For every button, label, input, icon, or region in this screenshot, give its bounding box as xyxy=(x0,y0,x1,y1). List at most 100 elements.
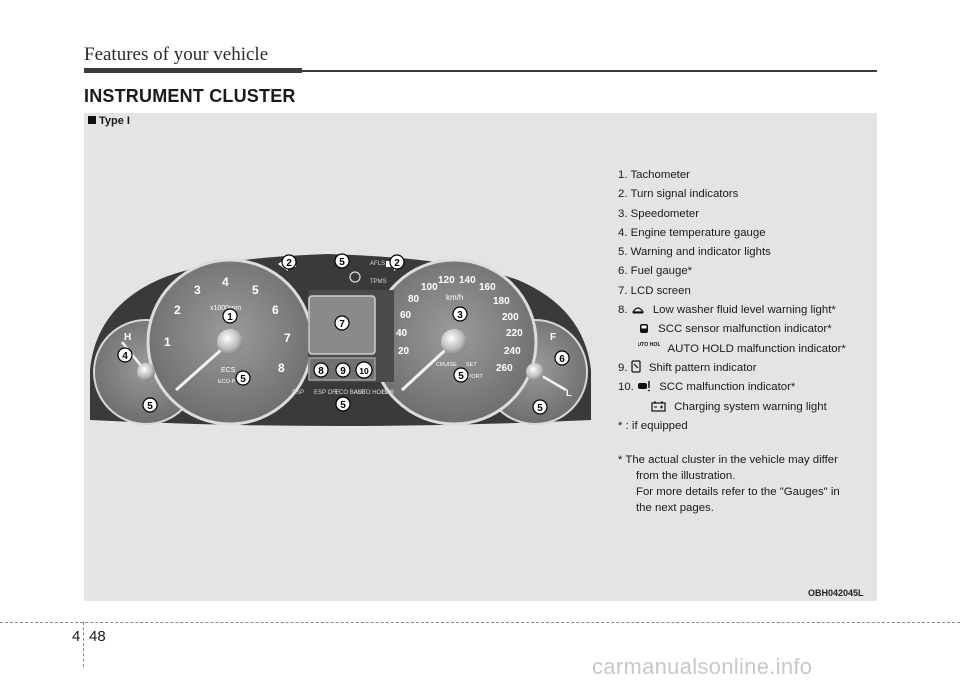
speedo-tick-260: 260 xyxy=(496,363,513,374)
note-line-1: * The actual cluster in the vehicle may … xyxy=(618,454,838,466)
speedo-tick-180: 180 xyxy=(493,296,510,307)
illustration-note: * The actual cluster in the vehicle may … xyxy=(618,452,878,516)
legend-item: 4. Engine temperature gauge xyxy=(618,226,766,239)
legend-item: 3. Speedometer xyxy=(618,207,700,220)
tacho-tick-7: 7 xyxy=(284,331,291,345)
section-title: INSTRUMENT CLUSTER xyxy=(84,86,296,106)
bottom-icon-epb: EPB xyxy=(382,390,394,396)
watermark: carmanualsonline.info xyxy=(592,654,813,679)
legend-item-9: 9. Shift pattern indicator xyxy=(618,359,846,378)
bottom-icon-eco-base: ECO BASE xyxy=(335,390,366,396)
header-rule-thick xyxy=(84,68,302,73)
tacho-tick-6: 6 xyxy=(272,303,279,317)
tpms-icon xyxy=(349,271,361,283)
temp-hot-label: H xyxy=(124,332,131,343)
legend-item-8-sub2: AUTO HOLD AUTO HOLD malfunction indicato… xyxy=(618,340,846,359)
svg-text:6: 6 xyxy=(559,354,565,365)
page-header-title: Features of your vehicle xyxy=(84,44,269,65)
bottom-icon-esp-off: ESP OFF xyxy=(314,390,340,396)
instrument-cluster-illustration: 1 2 3 4 5 6 7 8 x1000rpm ECS ECO-P 20 40… xyxy=(90,253,591,426)
callout-5-tacho: 5 xyxy=(235,370,251,386)
callout-2-right: 2 xyxy=(389,254,405,270)
svg-text:5: 5 xyxy=(339,257,345,268)
svg-text:5: 5 xyxy=(537,403,543,414)
tacho-tick-4: 4 xyxy=(222,275,229,289)
callout-5-top: 5 xyxy=(334,253,350,269)
fuel-full-label: F xyxy=(550,332,556,343)
svg-text:10: 10 xyxy=(359,366,369,376)
callout-1: 1 xyxy=(222,308,238,324)
callout-9: 9 xyxy=(335,362,351,378)
svg-text:1: 1 xyxy=(227,312,233,323)
svg-text:5: 5 xyxy=(147,401,153,412)
svg-text:2: 2 xyxy=(394,258,400,269)
bottom-icon-auto-hold: AUTO HOLD xyxy=(354,390,390,396)
legend-10-text: SCC malfunction indicator* xyxy=(659,381,796,394)
shift-pattern-icon xyxy=(631,360,641,373)
temp-hub xyxy=(137,363,155,381)
speedo-tick-140: 140 xyxy=(459,275,476,286)
speedo-unit-label: km/h xyxy=(446,293,463,302)
callout-5-left: 5 xyxy=(142,397,158,413)
ecs-label: ECS xyxy=(221,367,236,374)
legend-item: 5. Warning and indicator lights xyxy=(618,246,771,259)
svg-text:2: 2 xyxy=(286,258,292,269)
legend-item: 2. Turn signal indicators xyxy=(618,188,739,201)
legend-10-sub1-text: Charging system warning light xyxy=(674,400,827,413)
page-number: 48 xyxy=(89,628,106,645)
legend-item: 6. Fuel gauge* xyxy=(618,265,693,278)
speedo-tick-80: 80 xyxy=(408,294,420,305)
auto-hold-icon: AUTO HOLD xyxy=(638,342,660,348)
legend-8-number: 8. xyxy=(618,304,628,317)
callout-4: 4 xyxy=(117,347,133,363)
legend-item: 7. LCD screen xyxy=(618,284,691,297)
eco-label: ECO-P xyxy=(218,379,236,385)
afls-label: AFLS xyxy=(370,261,385,267)
legend-item-10-sub1: Charging system warning light xyxy=(618,398,846,417)
speedo-hub xyxy=(441,329,467,355)
scc-malfunction-icon xyxy=(638,381,650,392)
callout-10: 10 xyxy=(355,361,373,379)
svg-text:5: 5 xyxy=(458,371,464,382)
note-line-4: the next pages. xyxy=(636,502,714,514)
callout-5-speedo: 5 xyxy=(453,367,469,383)
battery-icon xyxy=(651,401,666,412)
svg-text:AUTO HOLD: AUTO HOLD xyxy=(638,342,660,348)
note-line-2: from the illustration. xyxy=(636,470,736,482)
svg-text:5: 5 xyxy=(340,400,346,411)
legend-9-number: 9. xyxy=(618,361,628,374)
tpms-label: TPMS xyxy=(370,279,387,285)
callout-5-right: 5 xyxy=(532,399,548,415)
tacho-tick-1: 1 xyxy=(164,335,171,349)
callout-8: 8 xyxy=(313,362,329,378)
tacho-tick-2: 2 xyxy=(174,303,181,317)
tacho-hub xyxy=(217,329,243,355)
fuel-hub xyxy=(526,363,544,381)
svg-text:5: 5 xyxy=(240,374,246,385)
footer-rule xyxy=(0,622,960,623)
figure-code: OBH042045L xyxy=(808,588,864,598)
legend-item: 1. Tachometer xyxy=(618,169,690,181)
legend-10-number: 10. xyxy=(618,381,634,394)
scc-sensor-car-icon xyxy=(640,324,648,334)
bullet-square-icon xyxy=(88,116,96,124)
speedo-tick-200: 200 xyxy=(502,312,519,323)
bottom-icon-esp: ESP xyxy=(292,390,304,396)
tacho-unit-label: x1000rpm xyxy=(210,305,241,312)
speedo-tick-160: 160 xyxy=(479,282,496,293)
speedo-tick-120: 120 xyxy=(438,275,455,286)
speedo-tick-220: 220 xyxy=(506,328,523,339)
speedo-tick-20: 20 xyxy=(398,346,410,357)
tacho-tick-5: 5 xyxy=(252,283,259,297)
svg-text:3: 3 xyxy=(457,310,463,321)
callout-7: 7 xyxy=(334,315,350,331)
sport-label: SPORT xyxy=(464,374,483,380)
type-label-text: Type I xyxy=(99,115,130,127)
legend-8-sub1-text: SCC sensor malfunction indicator* xyxy=(658,323,832,336)
callout-3: 3 xyxy=(452,306,468,322)
callout-6: 6 xyxy=(554,350,570,366)
set-label: SET xyxy=(466,362,477,368)
speedo-tick-40: 40 xyxy=(396,328,408,339)
legend-footnote: * : if equipped xyxy=(618,419,688,432)
legend-8-sub2-text: AUTO HOLD malfunction indicator* xyxy=(667,342,846,355)
